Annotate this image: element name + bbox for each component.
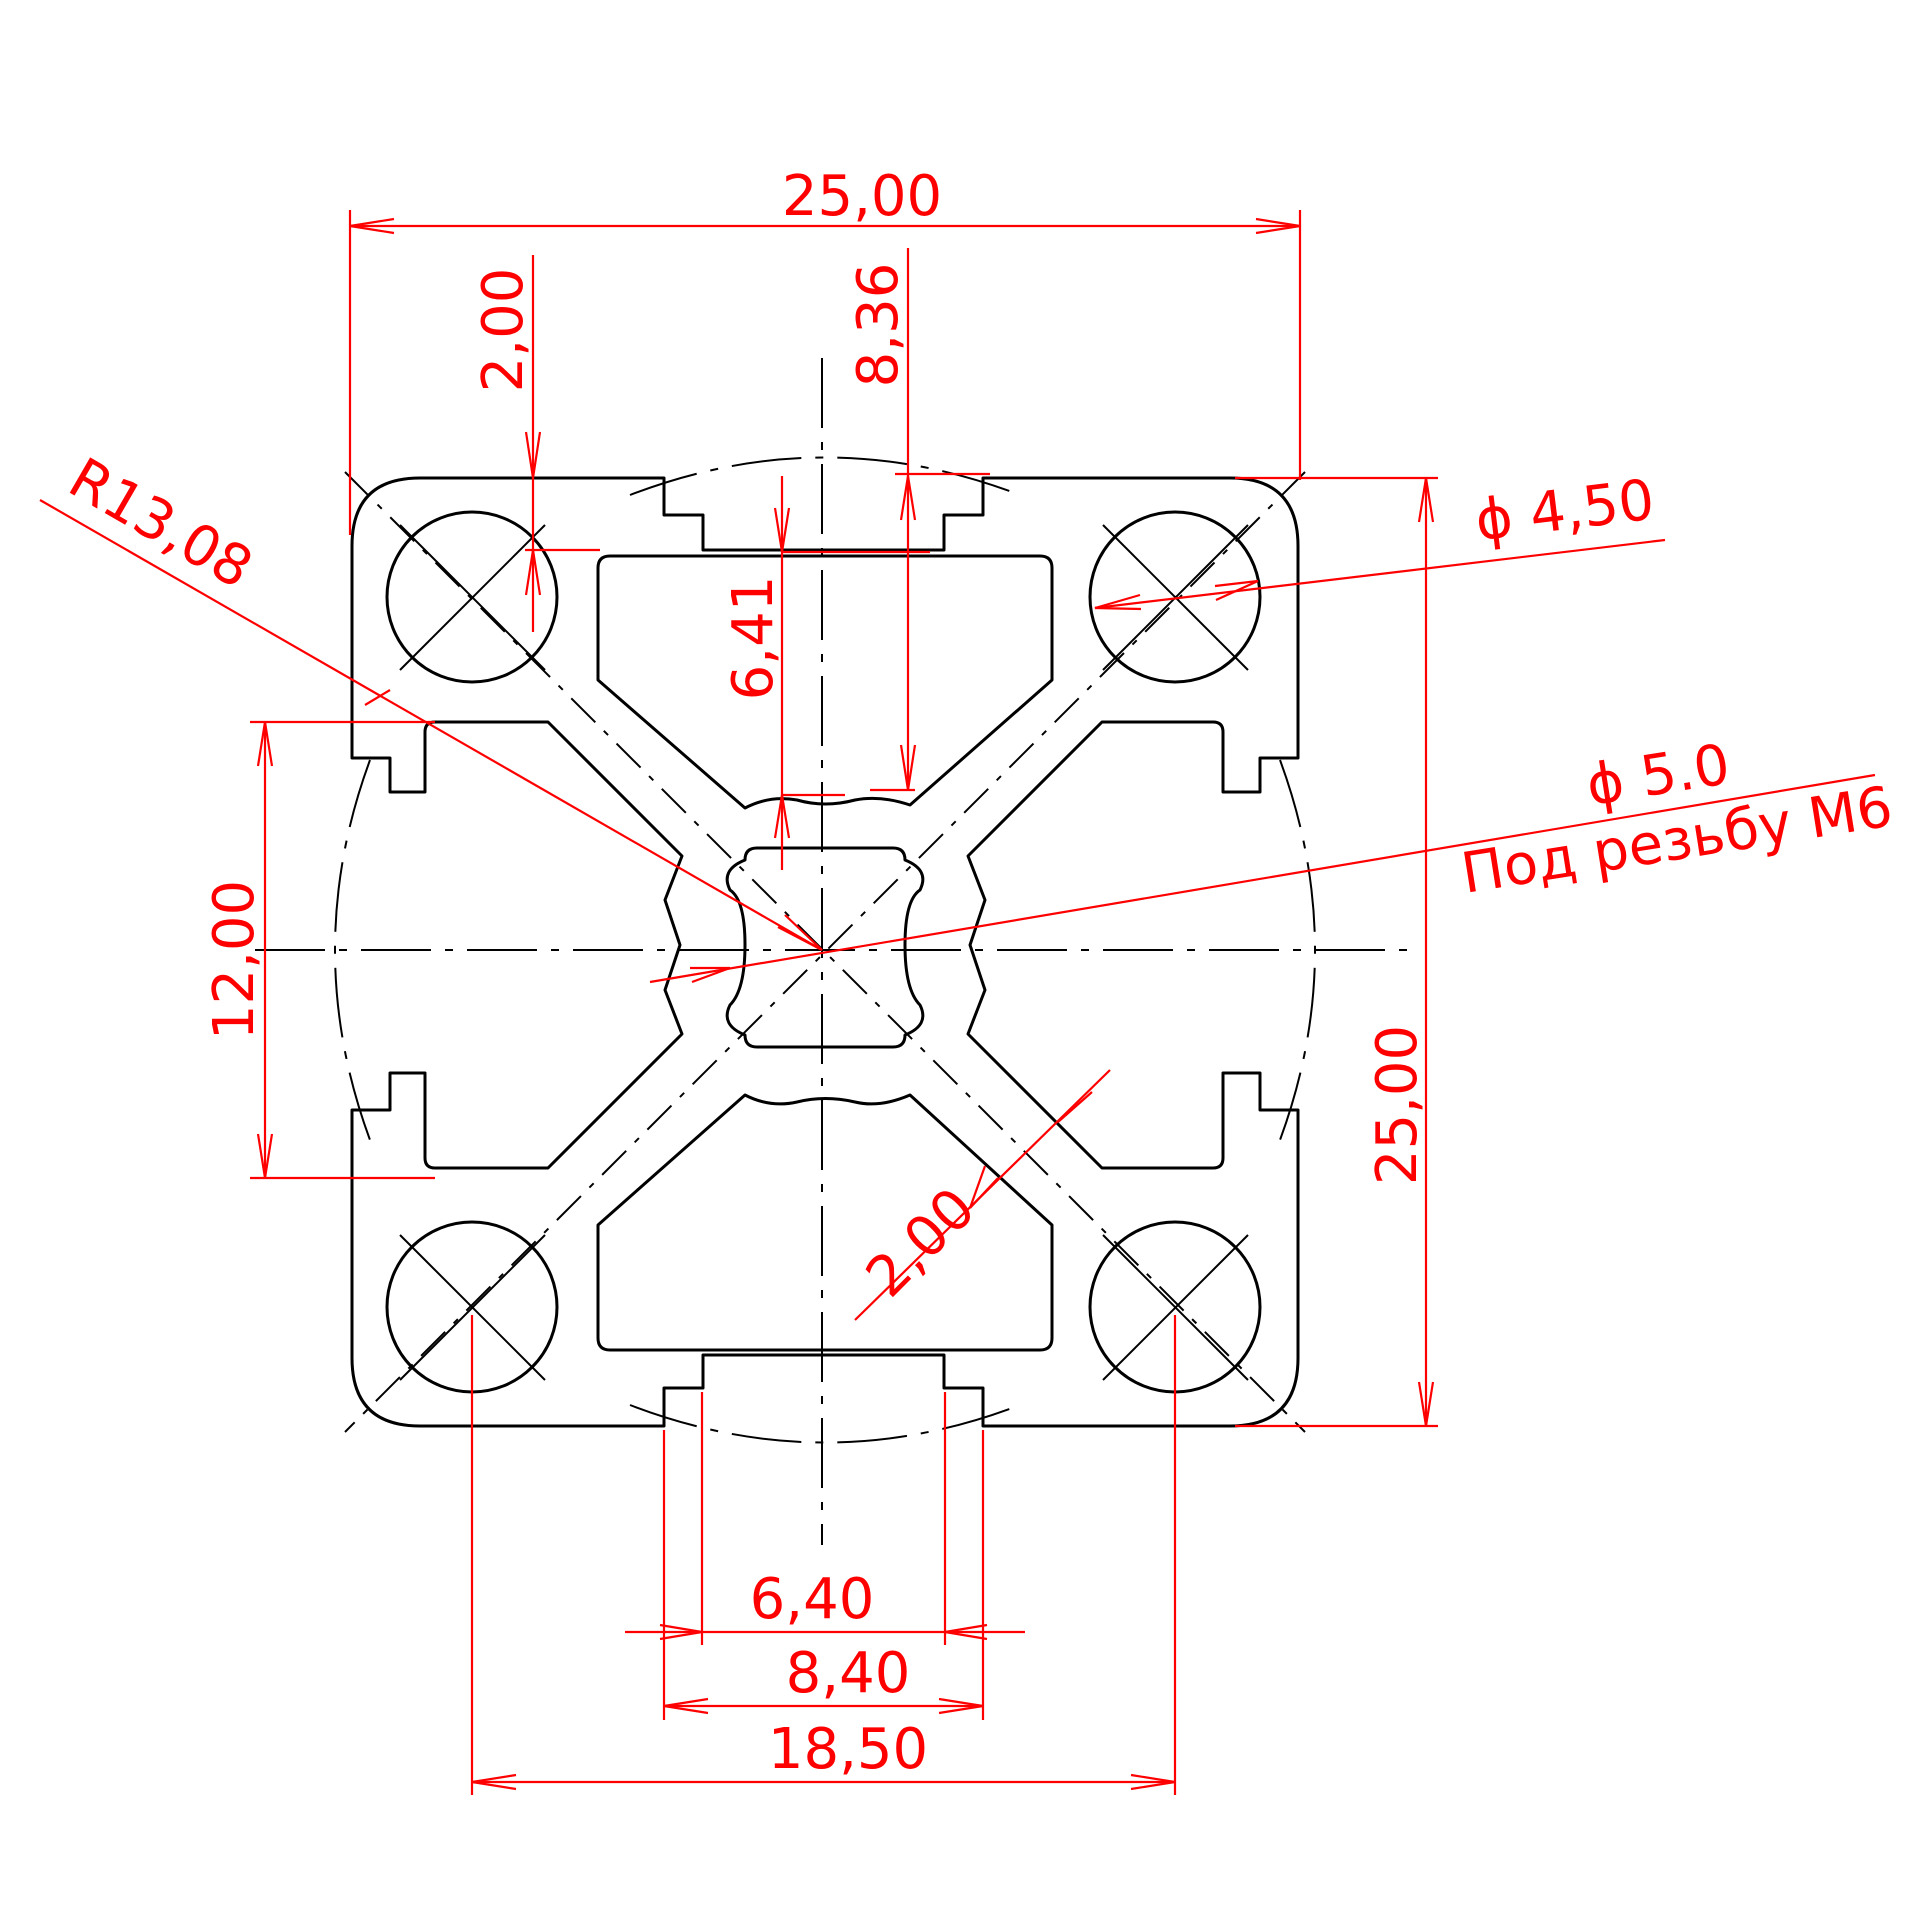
dim-web-thickness: 2,00 (854, 1176, 988, 1310)
bottom-pocket (596, 1093, 1054, 1352)
dim-hole-diameter: ϕ 4,50 (1472, 468, 1658, 554)
dim-overall-width: 25,00 (782, 164, 942, 229)
dim-wall-thickness-top: 2,00 (471, 268, 536, 393)
dim-inner-depth: 6,41 (721, 576, 786, 701)
dim-radius: R13,08 (58, 446, 263, 602)
dim-overall-height: 25,00 (1365, 1025, 1430, 1185)
hole-top-left (385, 510, 559, 684)
dim-slot-depth: 8,36 (846, 263, 911, 388)
dim-slot-width: 8,40 (786, 1641, 911, 1706)
dim-slot-opening: 6,40 (750, 1567, 875, 1632)
dim-slot-width-left: 12,00 (202, 880, 267, 1040)
center-bore (725, 846, 925, 1049)
hole-top-right (1088, 510, 1262, 684)
dimension-lines (39, 210, 1876, 1795)
dim-hole-spacing: 18,50 (768, 1717, 928, 1782)
top-pocket (596, 554, 1054, 810)
